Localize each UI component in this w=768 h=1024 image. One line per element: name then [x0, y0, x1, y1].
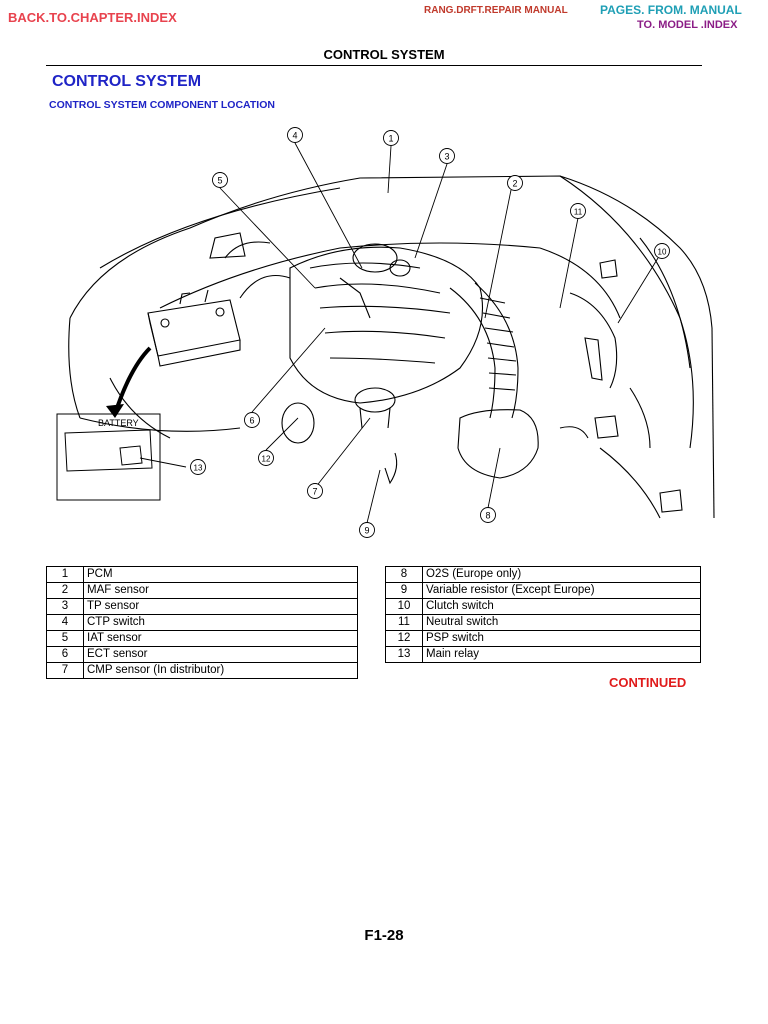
part-number: 9 [385, 582, 423, 599]
callout-3-label: 3 [444, 152, 449, 162]
engine-bay-diagram: BATTERY 1 2 3 4 5 6 [56, 127, 715, 538]
part-name: MAF sensor [83, 582, 358, 599]
callout-8-label: 8 [485, 511, 490, 521]
part-number: 2 [46, 582, 84, 599]
callout-13 [190, 459, 206, 475]
page-number: F1-28 [364, 927, 404, 944]
header-rule [46, 65, 702, 66]
back-to-chapter-index-link[interactable]: BACK.TO.CHAPTER.INDEX [8, 10, 177, 25]
continued-label: CONTINUED [609, 675, 687, 690]
battery-label: BATTERY [98, 418, 139, 428]
callout-8 [480, 507, 496, 523]
part-name: ECT sensor [83, 646, 358, 663]
part-name: Variable resistor (Except Europe) [422, 582, 701, 599]
part-number: 1 [46, 566, 84, 583]
callout-2-label: 2 [512, 179, 517, 189]
part-name: IAT sensor [83, 630, 358, 647]
part-number: 11 [385, 614, 423, 631]
callout-1-label: 1 [388, 134, 393, 144]
callout-7-label: 7 [312, 487, 317, 497]
callout-4 [287, 127, 303, 143]
callout-4-label: 4 [292, 131, 297, 141]
model-index-link[interactable]: TO. MODEL .INDEX [637, 19, 738, 31]
part-number: 5 [46, 630, 84, 647]
part-name: Neutral switch [422, 614, 701, 631]
part-number: 13 [385, 646, 423, 663]
callout-12-label: 12 [262, 455, 271, 464]
part-number: 8 [385, 566, 423, 583]
repair-manual-link[interactable]: RANG.DRFT.REPAIR MANUAL [424, 5, 568, 16]
callout-13-label: 13 [194, 464, 203, 473]
part-name: PSP switch [422, 630, 701, 647]
part-name: CMP sensor (In distributor) [83, 662, 358, 679]
part-name: CTP switch [83, 614, 358, 631]
part-name: TP sensor [83, 598, 358, 615]
part-name: O2S (Europe only) [422, 566, 701, 583]
part-number: 10 [385, 598, 423, 615]
callout-5-label: 5 [217, 176, 222, 186]
part-name: Clutch switch [422, 598, 701, 615]
callout-6-label: 6 [249, 416, 254, 426]
callout-9-label: 9 [364, 526, 369, 536]
callout-9 [359, 522, 375, 538]
callout-10-label: 10 [658, 248, 667, 257]
part-number: 7 [46, 662, 84, 679]
callout-10 [654, 243, 670, 259]
part-number: 6 [46, 646, 84, 663]
callout-5 [212, 172, 228, 188]
callout-11 [570, 203, 586, 219]
callout-6 [244, 412, 260, 428]
callout-1 [383, 130, 399, 146]
callout-12 [258, 450, 274, 466]
page-header-title: CONTROL SYSTEM [323, 47, 445, 62]
part-name: PCM [83, 566, 358, 583]
part-number: 4 [46, 614, 84, 631]
callout-3 [439, 148, 455, 164]
section-title: CONTROL SYSTEM [52, 73, 202, 90]
callout-7 [307, 483, 323, 499]
part-number: 12 [385, 630, 423, 647]
callout-11-label: 11 [574, 208, 583, 217]
pages-from-manual-link[interactable]: PAGES. FROM. MANUAL [600, 3, 742, 17]
part-name: Main relay [422, 646, 701, 663]
section-subtitle: CONTROL SYSTEM COMPONENT LOCATION [49, 99, 275, 111]
part-number: 3 [46, 598, 84, 615]
callout-2 [507, 175, 523, 191]
